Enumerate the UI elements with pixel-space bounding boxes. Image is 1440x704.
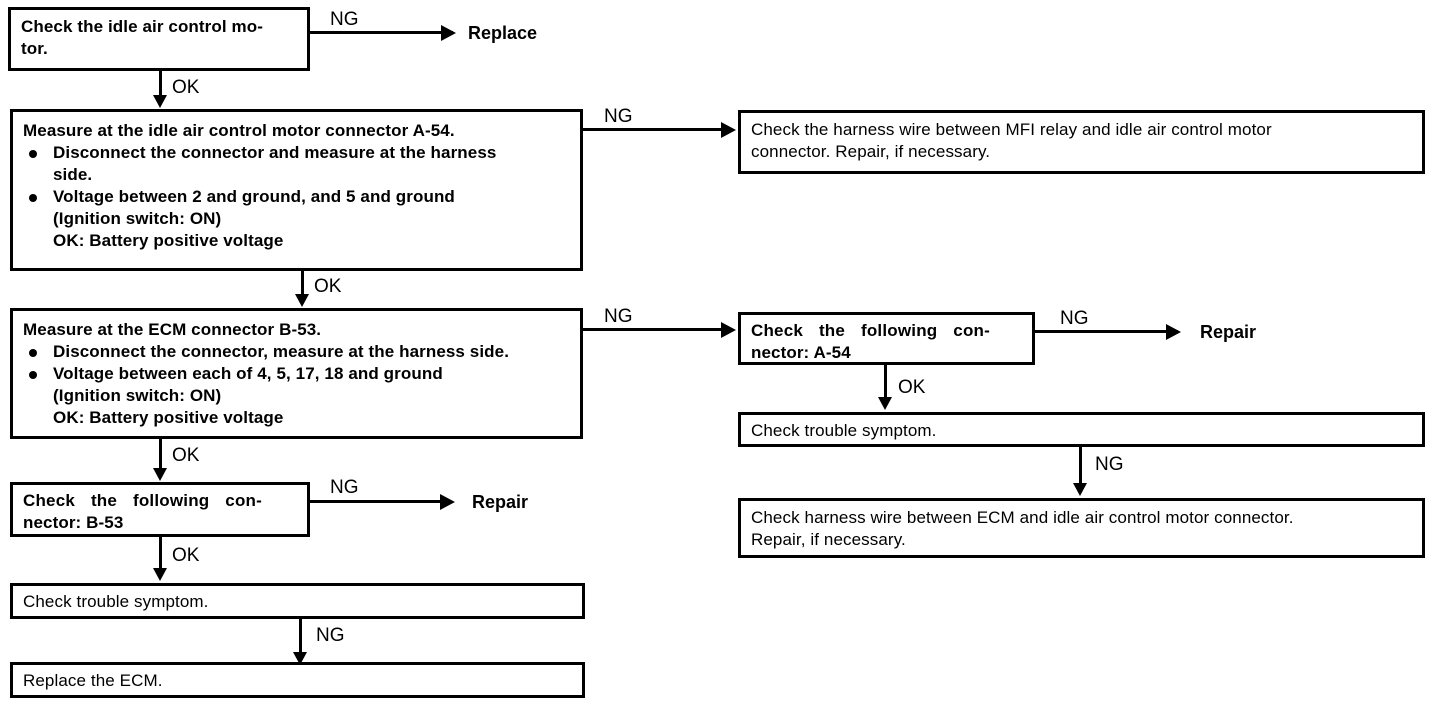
node-check-iac-motor: Check the idle air control mo- tor. (8, 7, 310, 71)
edge-ng6-line (310, 500, 445, 503)
node-replace-ecm: Replace the ECM. (10, 662, 585, 698)
edge-ok5-line (159, 537, 162, 570)
node-check-iac-motor-line1: Check the idle air control mo- (21, 17, 263, 36)
edge-ng2-line (583, 128, 723, 131)
node-check-harness-ecm-line2: Repair, if necessary. (751, 530, 906, 550)
node-measure-iac-bullet2-cont: (Ignition switch: ON) (53, 209, 222, 229)
node-check-trouble-symptom-left: Check trouble symptom. (10, 583, 585, 619)
node-measure-iac-bullet-1: Disconnect the connector and measure at … (23, 142, 572, 186)
edge-ng6-arrowhead (440, 494, 455, 510)
bullet-dot-icon (29, 150, 37, 159)
edge-ng3-line (583, 328, 723, 331)
node-measure-iac-bullet2-text: Voltage between 2 and ground, and 5 and … (53, 187, 455, 207)
node-check-connector-a54-line2: nector: A-54 (751, 343, 851, 363)
node-check-trouble-symptom-right: Check trouble symptom. (738, 412, 1425, 447)
edge-ok2-arrowhead (295, 294, 309, 307)
node-measure-iac-connector: Measure at the idle air control motor co… (10, 109, 583, 271)
node-check-connector-a54: Check the following con- nector: A-54 (738, 312, 1035, 365)
edge-ng5-arrowhead (1073, 483, 1087, 496)
edge-label-ng2: NG (604, 106, 633, 127)
terminal-replace-top: Replace (468, 23, 538, 43)
bullet-dot-icon (29, 349, 37, 358)
edge-ok2-line (301, 271, 304, 297)
edge-ng1-line (310, 31, 453, 34)
node-measure-iac-bullet1-text: Disconnect the connector and measure at … (53, 143, 497, 163)
edge-label-ng6: NG (330, 477, 359, 498)
node-measure-ecm-connector: Measure at the ECM connector B-53. Disco… (10, 308, 583, 439)
node-measure-ecm-heading: Measure at the ECM connector B-53. (23, 320, 322, 339)
edge-label-ng7: NG (316, 625, 345, 646)
edge-ng3-arrowhead (721, 322, 736, 338)
edge-label-ok5: OK (172, 545, 200, 566)
edge-label-ok2: OK (314, 276, 342, 297)
edge-ok3-line (884, 365, 887, 399)
edge-ng4-line (1035, 330, 1178, 333)
node-measure-ecm-bullet2-text: Voltage between each of 4, 5, 17, 18 and… (53, 364, 443, 384)
node-measure-ecm-bullet2-ok: OK: Battery positive voltage (53, 408, 284, 428)
node-check-connector-b53-line2: nector: B-53 (23, 513, 124, 533)
edge-ng7-arrowhead (293, 652, 307, 665)
node-check-connector-a54-line1: Check the following con- (751, 321, 990, 340)
node-measure-iac-heading: Measure at the idle air control motor co… (23, 121, 455, 140)
node-replace-ecm-line1: Replace the ECM. (23, 671, 163, 690)
edge-ng5-line (1079, 447, 1082, 485)
node-check-trouble-symptom-left-line1: Check trouble symptom. (23, 592, 209, 611)
edge-ok5-arrowhead (153, 568, 167, 581)
edge-ng7-line (299, 619, 302, 654)
edge-ok4-line (159, 439, 162, 470)
node-measure-iac-bullet-2: Voltage between 2 and ground, and 5 and … (23, 186, 572, 252)
node-measure-ecm-bullet-1: Disconnect the connector, measure at the… (23, 341, 572, 363)
node-measure-ecm-bullet1-text: Disconnect the connector, measure at the… (53, 342, 510, 362)
edge-label-ok3: OK (898, 377, 926, 398)
edge-label-ng5: NG (1095, 454, 1124, 475)
edge-ng4-arrowhead (1166, 324, 1181, 340)
edge-ng2-arrowhead (721, 122, 736, 138)
node-check-harness-ecm: Check harness wire between ECM and idle … (738, 498, 1425, 558)
node-measure-iac-bullet1-cont: side. (53, 165, 93, 185)
terminal-repair-left: Repair (472, 492, 529, 512)
edge-ok1-arrowhead (153, 95, 167, 108)
node-check-harness-mfi-line1: Check the harness wire between MFI relay… (751, 120, 1272, 139)
bullet-dot-icon (29, 371, 37, 380)
edge-label-ng4: NG (1060, 308, 1089, 329)
edge-label-ok4: OK (172, 445, 200, 466)
edge-label-ng1: NG (330, 9, 359, 30)
node-check-iac-motor-line2: tor. (21, 39, 48, 59)
edge-ok3-arrowhead (878, 397, 892, 410)
node-measure-ecm-bullet2-cont: (Ignition switch: ON) (53, 386, 222, 406)
node-check-trouble-symptom-right-line1: Check trouble symptom. (751, 421, 937, 440)
node-measure-ecm-bullet-2: Voltage between each of 4, 5, 17, 18 and… (23, 363, 572, 429)
edge-ng1-arrowhead (441, 25, 456, 41)
bullet-dot-icon (29, 194, 37, 203)
edge-ok1-line (159, 71, 162, 98)
node-measure-iac-bullet2-ok: OK: Battery positive voltage (53, 231, 284, 251)
edge-label-ok1: OK (172, 77, 200, 98)
node-check-connector-b53-line1: Check the following con- (23, 491, 262, 510)
edge-ok4-arrowhead (153, 468, 167, 481)
node-check-harness-mfi-line2: connector. Repair, if necessary. (751, 142, 991, 162)
edge-label-ng3: NG (604, 306, 633, 327)
node-check-connector-b53: Check the following con- nector: B-53 (10, 482, 310, 537)
terminal-repair-right: Repair (1200, 322, 1257, 342)
node-check-harness-mfi: Check the harness wire between MFI relay… (738, 110, 1425, 174)
node-check-harness-ecm-line1: Check harness wire between ECM and idle … (751, 508, 1294, 527)
